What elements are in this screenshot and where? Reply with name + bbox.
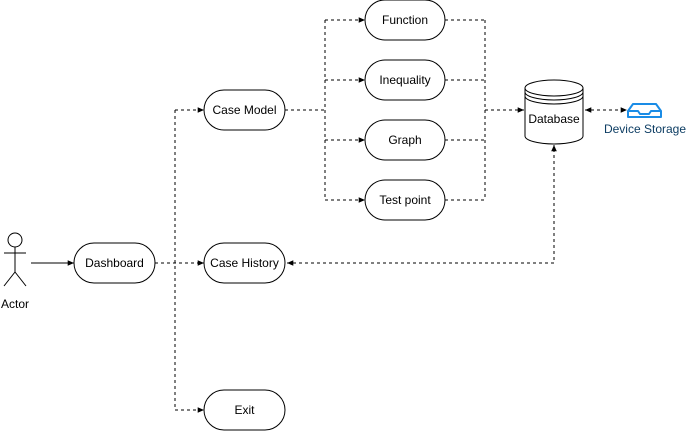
function-label: Function xyxy=(382,13,428,27)
case-model-node[interactable]: Case Model xyxy=(203,89,286,131)
actor xyxy=(3,232,27,287)
device-storage-label: Device Storage xyxy=(604,122,686,136)
inequality-node[interactable]: Inequality xyxy=(364,59,446,101)
case-model-edges xyxy=(285,17,365,203)
graph-label: Graph xyxy=(388,133,421,147)
dashboard-node[interactable]: Dashboard xyxy=(73,242,156,284)
case-model-label: Case Model xyxy=(212,103,276,117)
case-history-label: Case History xyxy=(210,256,279,270)
exit-node[interactable]: Exit xyxy=(203,389,286,431)
test-point-node[interactable]: Test point xyxy=(364,179,446,221)
test-point-label: Test point xyxy=(379,193,431,207)
edge-case-history-database xyxy=(287,145,557,266)
graph-node[interactable]: Graph xyxy=(364,119,446,161)
case-history-node[interactable]: Case History xyxy=(203,242,286,284)
database-label: Database xyxy=(528,112,580,126)
feature-database-edges xyxy=(445,19,524,201)
actor-head-icon xyxy=(7,232,23,248)
actor-label: Actor xyxy=(1,297,29,311)
function-node[interactable]: Function xyxy=(364,0,446,41)
database-node[interactable]: Database xyxy=(524,79,584,145)
dashboard-label: Dashboard xyxy=(85,256,144,270)
inequality-label: Inequality xyxy=(379,73,430,87)
storage-tray-icon[interactable] xyxy=(627,103,662,118)
exit-label: Exit xyxy=(234,403,255,417)
dashboard-edges xyxy=(155,107,204,413)
